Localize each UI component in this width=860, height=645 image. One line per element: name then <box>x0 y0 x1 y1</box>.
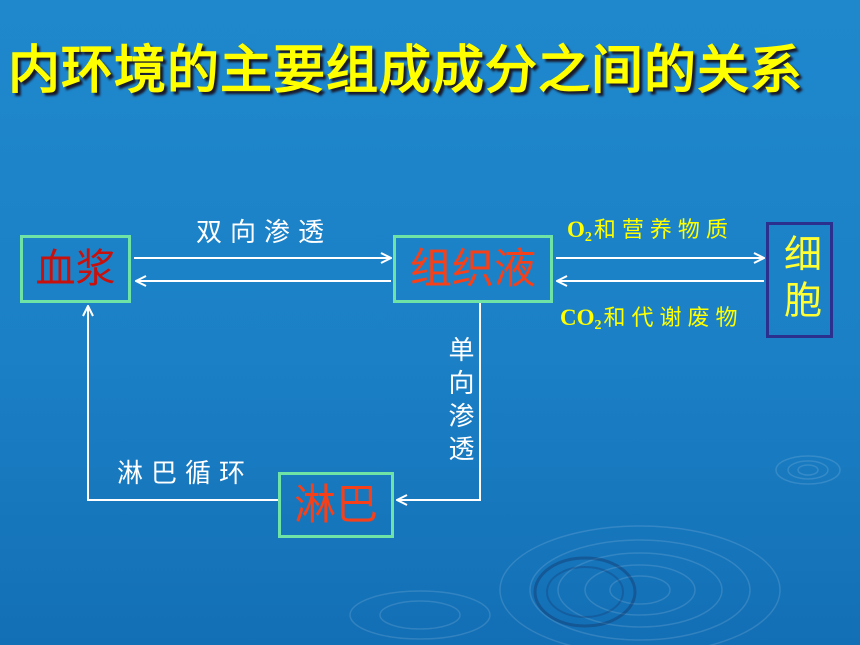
node-plasma-label: 血浆 <box>35 246 116 292</box>
node-lymph: 淋巴 <box>278 472 394 538</box>
node-cell: 细胞 <box>766 222 833 338</box>
node-cell-label: 细胞 <box>777 234 822 326</box>
label-oxygen-text: 和营养物质 <box>593 218 734 243</box>
label-co2-text: 和代谢废物 <box>603 306 744 331</box>
label-bidirectional-osmosis: 双向渗透 <box>196 218 333 248</box>
label-lymph-circulation: 淋巴循环 <box>117 459 254 489</box>
arrow-lymph-to-plasma <box>88 306 278 501</box>
label-oxygen-nutrients: O2和营养物质 <box>567 218 734 245</box>
label-oxygen-subscript: 2 <box>584 230 592 245</box>
label-one-way-osmosis: 单向渗透 <box>444 336 474 468</box>
slide-title: 内环境的主要组成成分之间的关系 <box>8 41 804 101</box>
node-lymph-label: 淋巴 <box>293 480 378 529</box>
arrow-tissue-fluid-to-lymph <box>397 303 481 500</box>
label-co2-symbol: CO <box>560 305 595 330</box>
node-tissue-fluid: 组织液 <box>393 235 553 303</box>
label-co2-waste: CO2和代谢废物 <box>560 306 744 333</box>
node-tissue-fluid-label: 组织液 <box>409 244 536 293</box>
label-oxygen-symbol: O <box>567 217 585 242</box>
node-plasma: 血浆 <box>20 235 131 303</box>
label-co2-subscript: 2 <box>594 318 602 333</box>
